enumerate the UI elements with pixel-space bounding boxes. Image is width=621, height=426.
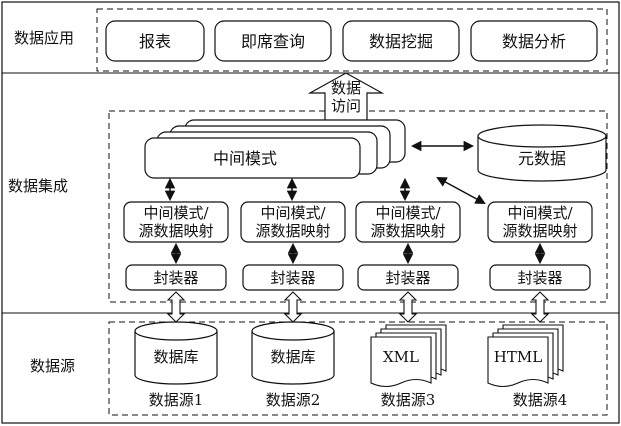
data-access-label: 数据 — [331, 79, 361, 97]
database-icon: 数据库 — [134, 321, 218, 385]
mapping-label: 源数据映射 — [138, 222, 213, 240]
mapping-box: 中间模式/ 源数据映射 — [355, 201, 461, 243]
source-region — [108, 321, 608, 416]
wrapper-box: 封装器 — [242, 264, 344, 291]
app-box-report: 报表 — [105, 20, 205, 62]
wrapper-label: 封装器 — [517, 269, 562, 287]
wrapper-box: 封装器 — [489, 264, 591, 291]
document-stack-icon — [487, 324, 564, 388]
application-region — [96, 8, 608, 72]
mapping-label: 中间模式/ — [507, 204, 573, 222]
wrapper-label: 封装器 — [270, 269, 315, 287]
mapping-label: 中间模式/ — [143, 204, 209, 222]
layer-label-source: 数据源 — [30, 357, 75, 375]
mapping-box: 中间模式/ 源数据映射 — [240, 201, 346, 243]
app-label: 数据分析 — [502, 32, 566, 51]
layer-label-integration: 数据集成 — [8, 177, 68, 195]
data-access-label: 访问 — [331, 97, 361, 115]
mapping-label: 源数据映射 — [370, 222, 445, 240]
mapping-label: 源数据映射 — [255, 222, 330, 240]
wrapper-box: 封装器 — [357, 264, 459, 291]
metadata-label: 元数据 — [518, 149, 566, 168]
wrapper-label: 封装器 — [153, 269, 198, 287]
source-content-label: 数据库 — [153, 348, 198, 366]
wrapper-box: 封装器 — [125, 264, 227, 291]
data-access-arrow: 数据 访问 — [307, 72, 385, 120]
metadata-store: 元数据 — [477, 124, 607, 182]
mapping-label: 源数据映射 — [502, 222, 577, 240]
mediated-schema-stack: 中间模式 — [144, 119, 406, 179]
mediated-schema-label: 中间模式 — [213, 149, 277, 168]
mapping-metadata-arrow — [436, 176, 486, 205]
app-box-data-mining: 数据挖掘 — [342, 20, 460, 62]
app-label: 报表 — [139, 32, 171, 51]
source-content-label: HTML — [494, 348, 542, 366]
source-content-label: 数据库 — [270, 348, 315, 366]
source-label: 数据源1 — [149, 391, 204, 409]
mapping-box: 中间模式/ 源数据映射 — [487, 201, 593, 243]
integration-region — [108, 110, 608, 303]
app-box-adhoc-query: 即席查询 — [214, 20, 332, 62]
mapping-label: 中间模式/ — [375, 204, 441, 222]
app-label: 即席查询 — [241, 32, 305, 51]
wrapper-source-arrows — [166, 291, 550, 323]
mapping-wrapper-arrows — [170, 242, 546, 265]
source-content-label: XML — [383, 348, 419, 366]
mapping-label: 中间模式/ — [260, 204, 326, 222]
layer-label-application: 数据应用 — [14, 29, 74, 47]
wrapper-label: 封装器 — [385, 269, 430, 287]
database-icon: 数据库 — [251, 321, 335, 385]
source-label: 数据源2 — [266, 391, 321, 409]
app-box-data-analysis: 数据分析 — [470, 20, 598, 62]
mediated-schema-box — [144, 137, 361, 179]
schema-mapping-arrows — [164, 177, 411, 202]
mapping-box: 中间模式/ 源数据映射 — [123, 201, 229, 243]
source-label: 数据源4 — [513, 391, 568, 409]
document-stack-icon — [370, 324, 447, 388]
source-label: 数据源3 — [381, 391, 436, 409]
app-label: 数据挖掘 — [369, 32, 433, 51]
